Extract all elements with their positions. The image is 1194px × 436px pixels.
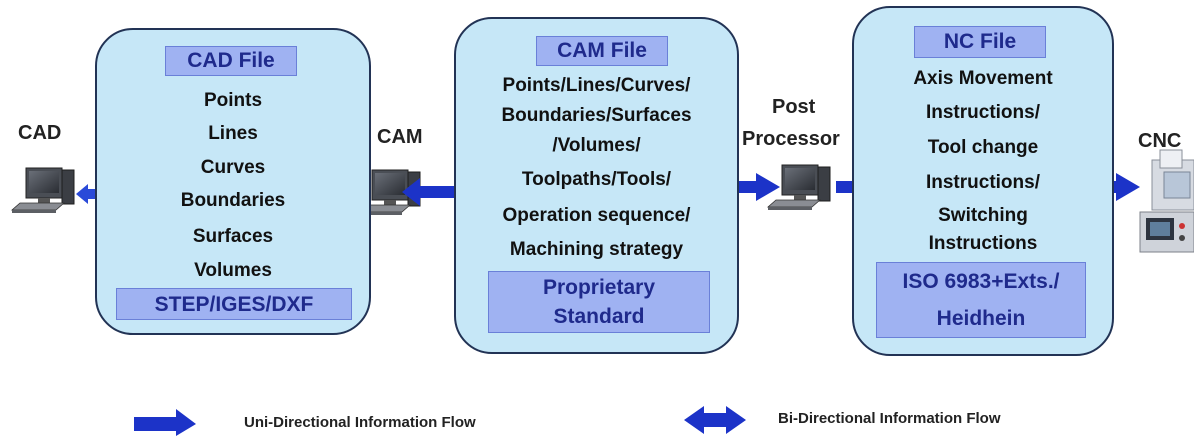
cad-file-standard: STEP/IGES/DXF	[116, 288, 352, 320]
standard-line: ISO 6983+Exts./	[902, 270, 1060, 293]
standard-line: Heidhein	[936, 307, 1026, 330]
cam-file-item: Machining strategy	[509, 239, 684, 260]
cad-file-header: CAD File	[165, 46, 297, 76]
cnc-machine-icon	[1139, 149, 1194, 253]
nc-file-header: NC File	[914, 26, 1046, 58]
cnc-label: CNC	[1138, 130, 1182, 152]
legend-uni-arrow-icon	[134, 409, 196, 436]
cam-label: CAM	[377, 126, 423, 148]
cad-computer-icon	[11, 167, 75, 214]
legend-bi-label: Bi-Directional Information Flow	[778, 410, 1001, 427]
bi-arrow	[76, 184, 100, 204]
nc-file-item: Instructions/	[925, 172, 1040, 193]
nc-file-item: Switching	[938, 205, 1028, 226]
legend-bi-arrow-icon	[684, 406, 746, 434]
standard-line: Standard	[553, 305, 645, 328]
cam-file-panel: CAM File Points/Lines/Curves/ Boundaries…	[454, 17, 739, 354]
nc-file-item: Axis Movement	[913, 68, 1053, 89]
cad-file-item: Surfaces	[192, 226, 274, 247]
cam-file-item: /Volumes/	[552, 135, 641, 156]
standard-line: Proprietary	[542, 276, 656, 299]
cam-file-item: Boundaries/Surfaces	[501, 105, 692, 126]
cad-file-item: Volumes	[194, 260, 272, 281]
cad-file-item: Curves	[200, 157, 266, 178]
cad-file-item: Lines	[208, 123, 258, 144]
cam-file-item: Points/Lines/Curves/	[502, 75, 691, 96]
nc-file-item: Tool change	[927, 137, 1039, 158]
nc-file-item: Instructions/	[925, 102, 1040, 123]
cad-label: CAD	[18, 122, 62, 144]
cad-file-item: Boundaries	[180, 190, 286, 211]
cam-file-standard: Proprietary Standard	[488, 271, 710, 333]
processor-label: Processor	[742, 128, 840, 150]
bi-arrow	[402, 178, 490, 206]
cam-file-item: Operation sequence/	[502, 205, 691, 226]
cad-file-panel: CAD File Points Lines Curves Boundaries …	[95, 28, 371, 335]
nc-file-panel: NC File Axis Movement Instructions/ Tool…	[852, 6, 1114, 356]
post-label: Post	[772, 96, 816, 118]
nc-file-item: Instructions	[928, 233, 1038, 254]
nc-file-standard: ISO 6983+Exts./ Heidhein	[876, 262, 1086, 338]
legend-uni-label: Uni-Directional Information Flow	[244, 414, 476, 431]
cad-file-item: Points	[203, 90, 263, 111]
cam-file-item: Toolpaths/Tools/	[521, 169, 672, 190]
standard-line: STEP/IGES/DXF	[154, 292, 314, 316]
cam-file-header: CAM File	[536, 36, 668, 66]
